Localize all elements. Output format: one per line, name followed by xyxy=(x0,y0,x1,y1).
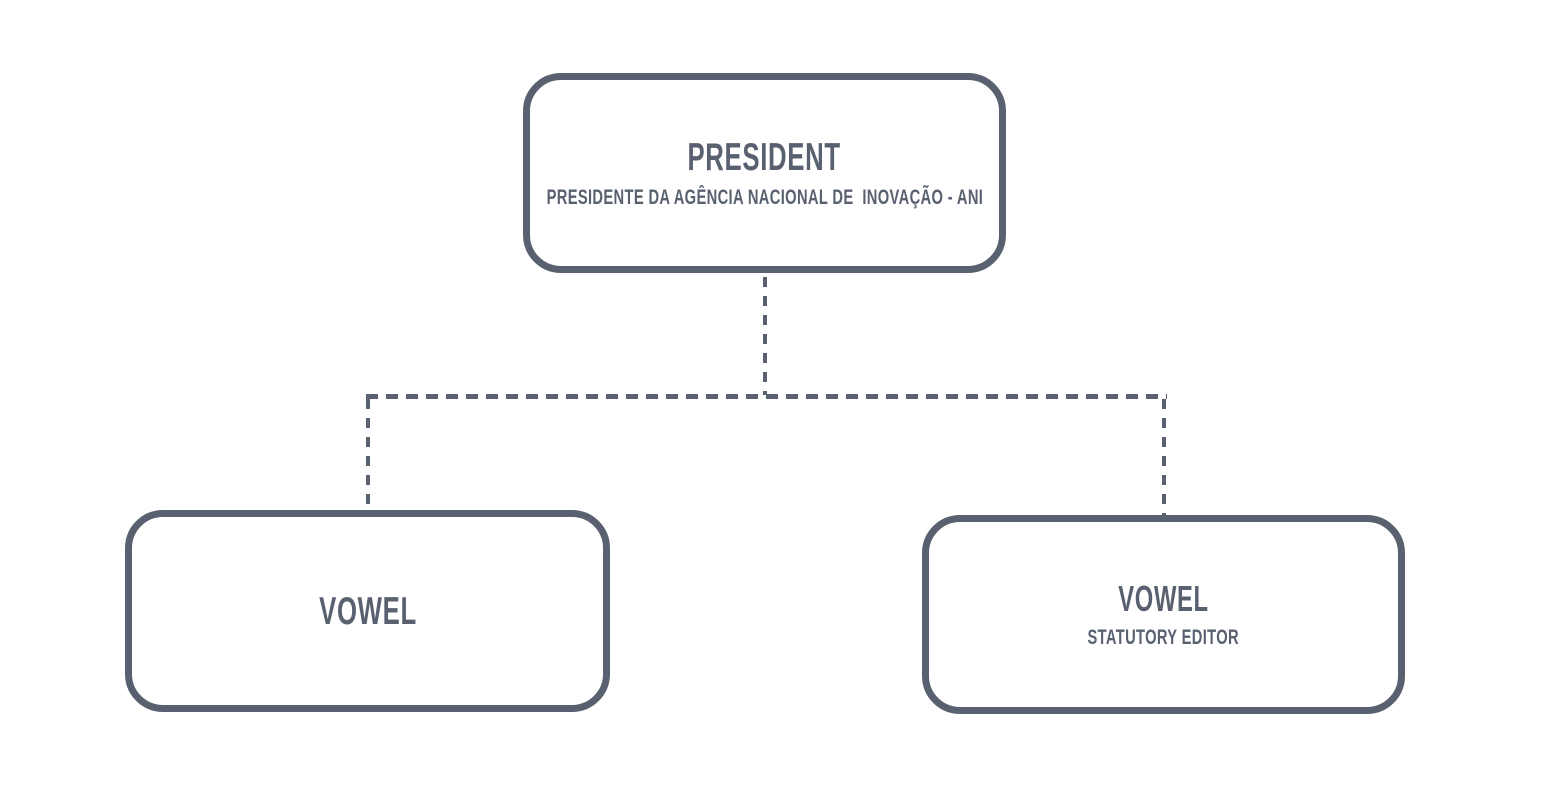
vowel-left-title: VOWEL xyxy=(318,589,417,633)
president-subtitle: PRESIDENTE DA AGÊNCIA NACIONAL DE INOVAÇ… xyxy=(546,186,983,209)
connector-left-child-down xyxy=(366,399,370,511)
connector-horizontal-rail xyxy=(366,394,1167,399)
org-node-president[interactable]: PRESIDENT PRESIDENTE DA AGÊNCIA NACIONAL… xyxy=(523,73,1006,273)
president-title: PRESIDENT xyxy=(687,136,842,179)
vowel-right-subtitle: STATUTORY EDITOR xyxy=(1087,626,1240,649)
connector-right-child-down xyxy=(1162,399,1166,516)
org-node-vowel-left[interactable]: VOWEL xyxy=(125,510,610,712)
vowel-right-title: VOWEL xyxy=(1118,578,1209,619)
connector-president-down xyxy=(763,277,767,395)
org-node-vowel-right[interactable]: VOWEL STATUTORY EDITOR xyxy=(922,515,1405,714)
